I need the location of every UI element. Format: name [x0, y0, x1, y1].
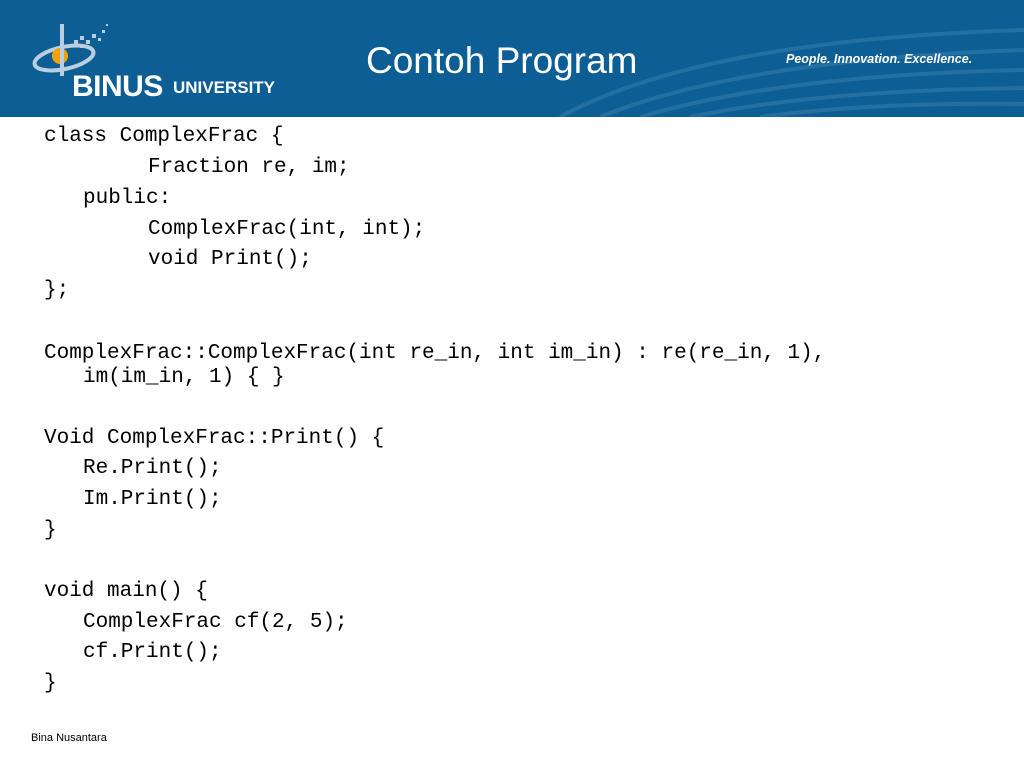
- code-line: }: [44, 519, 57, 542]
- code-line: }: [44, 672, 57, 695]
- logo-wordmark: BINUS: [72, 70, 163, 103]
- code-line: };: [44, 279, 70, 302]
- header-decoration: [559, 28, 1024, 117]
- code-line: Im.Print();: [83, 488, 222, 511]
- code-line: cf.Print();: [83, 641, 222, 664]
- code-line: Re.Print();: [83, 457, 222, 480]
- tagline: People. Innovation. Excellence.: [786, 52, 973, 66]
- binus-logo-icon: [32, 24, 108, 76]
- code-line: ComplexFrac cf(2, 5);: [83, 611, 348, 634]
- code-line: Fraction re, im;: [148, 156, 350, 179]
- logo-university: UNIVERSITY: [173, 78, 276, 97]
- header-banner: BINUS UNIVERSITY Contoh Program People. …: [0, 0, 1024, 117]
- slide-title: Contoh Program: [366, 40, 638, 81]
- code-line: im(im_in, 1) { }: [83, 366, 285, 389]
- code-line: void main() {: [44, 580, 208, 603]
- code-line: ComplexFrac::ComplexFrac(int re_in, int …: [44, 342, 826, 365]
- binus-logo: BINUS UNIVERSITY: [22, 18, 302, 108]
- code-line: class ComplexFrac {: [44, 125, 284, 148]
- code-line: ComplexFrac(int, int);: [148, 218, 426, 241]
- code-line: void Print();: [148, 248, 312, 271]
- code-line: public:: [83, 187, 172, 210]
- code-line: Void ComplexFrac::Print() {: [44, 427, 385, 450]
- footer-text: Bina Nusantara: [31, 732, 107, 744]
